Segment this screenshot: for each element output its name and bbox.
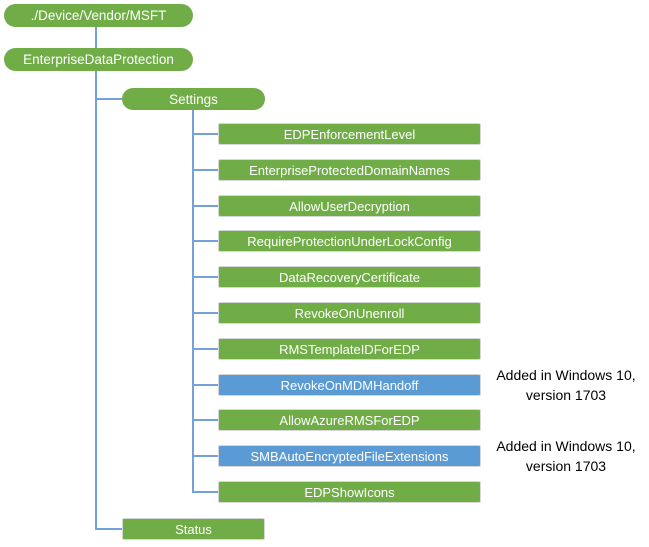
tree-node-allowazurermsforedp: AllowAzureRMSForEDP [218,409,481,431]
tree-node-edpshowicons: EDPShowIcons [218,481,481,503]
connector-line [193,348,218,350]
connector-line [193,276,218,278]
tree-node-datarecoverycertificate: DataRecoveryCertificate [218,266,481,288]
connector-line [193,205,218,207]
connector-line [192,110,194,493]
connector-line [95,528,122,530]
version-annotation-line: version 1703 [525,387,607,403]
tree-node-settings: Settings [122,88,265,110]
connector-line [193,240,218,242]
connector-line [95,27,97,48]
version-annotation-line: Added in Windows 10, [496,367,636,383]
connector-line [193,133,218,135]
tree-node-revokeonmdmhandoff: RevokeOnMDMHandoff [218,374,481,396]
connector-line [193,491,218,493]
tree-node-edpenforcementlevel: EDPEnforcementLevel [218,123,481,145]
version-annotation-line: Added in Windows 10, [496,438,636,454]
connector-line [193,312,218,314]
version-annotation: Added in Windows 10, version 1703 [486,436,646,476]
tree-node-allowuserdecryption: AllowUserDecryption [218,195,481,217]
version-annotation: Added in Windows 10, version 1703 [486,365,646,405]
connector-line [193,384,218,386]
connector-line [95,71,97,530]
tree-node-requireprotectionunderlockconfig: RequireProtectionUnderLockConfig [218,230,481,252]
tree-node-enterprisedataprotection: EnterpriseDataProtection [4,48,193,71]
version-annotation-line: version 1703 [525,458,607,474]
tree-node-status: Status [122,518,265,540]
tree-node-rmstemplateidforedp: RMSTemplateIDForEDP [218,338,481,360]
tree-node-revokeonunenroll: RevokeOnUnenroll [218,302,481,324]
connector-line [193,455,218,457]
tree-node-root: ./Device/Vendor/MSFT [4,4,193,27]
connector-line [193,419,218,421]
tree-node-enterpriseprotecteddomainnames: EnterpriseProtectedDomainNames [218,159,481,181]
tree-node-smbautoencryptedfileextensions: SMBAutoEncryptedFileExtensions [218,445,481,467]
connector-line [95,98,122,100]
connector-line [193,169,218,171]
